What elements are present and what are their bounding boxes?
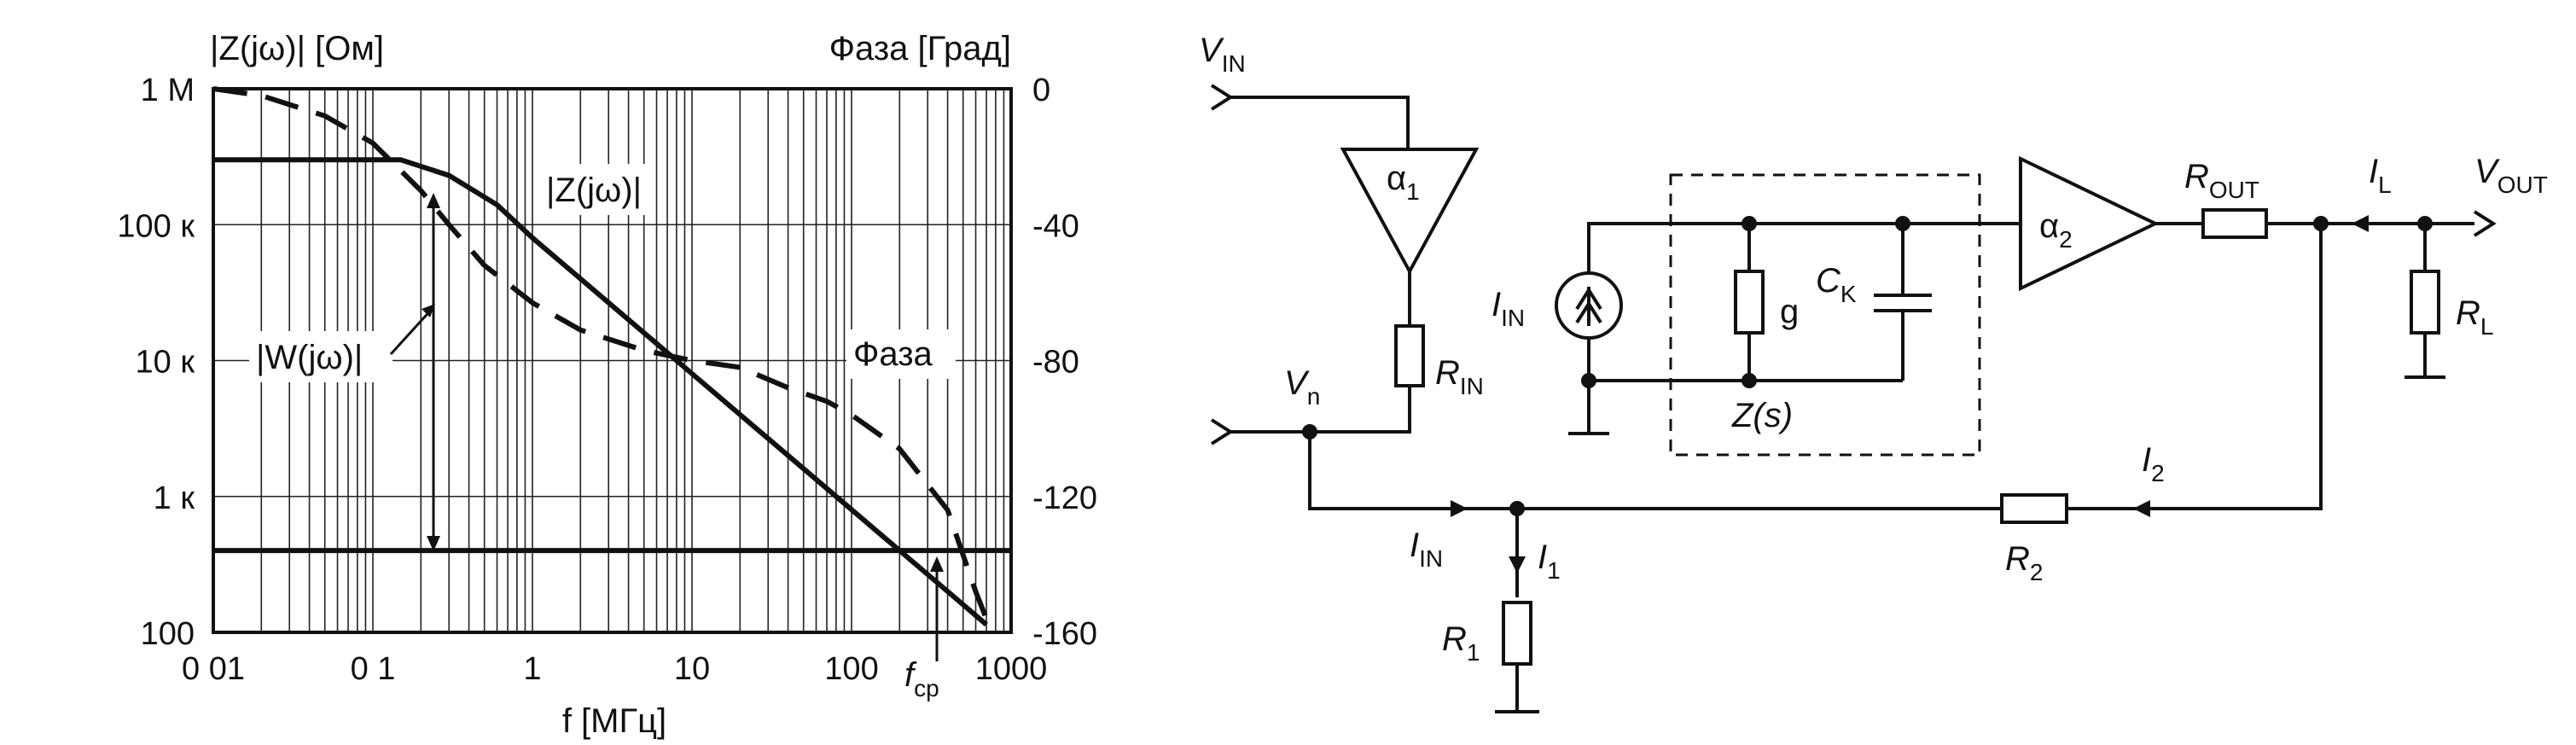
z-curve-label: |Z(jω)|	[546, 172, 642, 209]
i1-arrow	[1509, 556, 1526, 573]
y2-axis-label: Фаза [Град]	[829, 30, 1011, 67]
w-curve-label: |W(jω)|	[256, 339, 363, 376]
y2-tick-label: -160	[1032, 616, 1097, 652]
x-tick-label: 0 1	[351, 651, 396, 687]
resistor-rout	[2201, 208, 2268, 239]
vn-label: Vn	[1284, 364, 1320, 410]
i2-label: I2	[2142, 441, 2165, 486]
w-span-arrow-up	[427, 193, 440, 208]
g-bottom-node	[1742, 373, 1757, 388]
y-tick-label: 1 к	[154, 480, 195, 516]
feedback-wire-right	[2067, 224, 2323, 510]
vin-terminal	[1210, 84, 1234, 111]
z-label-bg	[536, 164, 654, 215]
series-line-1	[212, 86, 989, 620]
vn-terminal	[1210, 418, 1234, 445]
chart-series	[212, 86, 1011, 627]
current-source-arrow-head	[1575, 287, 1602, 311]
r1-label: R1	[1442, 620, 1480, 666]
x-tick-label: 100	[824, 651, 878, 687]
vn-to-sum-wire	[1308, 432, 1517, 510]
resistor-r1	[1502, 601, 1532, 666]
zs-label: Z(s)	[1731, 397, 1793, 434]
vout-label: VOUT	[2474, 153, 2548, 198]
x-tick-label: 1	[523, 651, 541, 687]
a2-label: α2	[2039, 207, 2073, 253]
amplifier-a2	[2019, 155, 2160, 292]
current-source-arrow-head2	[1575, 300, 1602, 324]
il-label: IL	[2369, 153, 2392, 198]
x-tick-label: 10	[674, 651, 710, 687]
rin-to-vn-wire	[1310, 386, 1411, 434]
y-tick-label: 10 к	[136, 345, 195, 381]
w-label-bg	[249, 331, 393, 382]
vin-label: VIN	[1199, 32, 1246, 77]
y-tick-label: 100	[141, 616, 195, 652]
conductance-g	[1734, 270, 1765, 335]
iin-source-label: IIN	[1492, 286, 1525, 331]
y2-tick-label: 0	[1032, 73, 1050, 108]
y2-tick-label: -40	[1032, 208, 1079, 244]
a1-label: α1	[1387, 160, 1420, 205]
vin-wire	[1230, 96, 1410, 149]
resistor-r2	[2000, 493, 2068, 524]
rout-label: ROUT	[2184, 158, 2259, 203]
ck-label: CK	[1816, 262, 1857, 307]
w-span-arrow-down	[427, 536, 440, 551]
rin-label: RIN	[1435, 354, 1484, 399]
amplifier-schematic: VIN α1 RIN Vn IIN I1 R1 R2 I2	[1199, 32, 2548, 713]
rl-label: RL	[2456, 294, 2493, 340]
phase-curve-label: Фаза	[853, 335, 933, 373]
amplifier-a1	[1340, 148, 1480, 276]
series-line-0	[213, 157, 988, 627]
r2-label: R2	[2005, 540, 2043, 585]
y2-tick-label: -80	[1032, 345, 1079, 381]
resistor-rl	[2410, 270, 2440, 335]
x-tick-label: 0 01	[182, 651, 245, 687]
vout-terminal	[2473, 210, 2497, 237]
x-axis-label: f [МГц]	[562, 702, 666, 740]
z-network-box	[1669, 173, 1981, 457]
g-label: g	[1780, 293, 1799, 330]
y-axis-label: |Z(jω)| [Ом]	[210, 30, 384, 67]
y2-tick-label: -120	[1032, 480, 1097, 516]
iin-node-label: IIN	[1410, 527, 1443, 572]
resistor-rin	[1394, 324, 1425, 387]
fcp-label-bg	[898, 655, 971, 713]
output-node	[2313, 216, 2329, 231]
x-tick-label: 1000	[975, 651, 1048, 687]
crossover-frequency-label: fcp	[904, 656, 939, 701]
iin-arrow	[1451, 500, 1468, 517]
top-bus-wire	[1587, 222, 2021, 271]
phase-label-bg	[846, 329, 956, 379]
fcp-arrowhead	[930, 556, 944, 572]
w-pointer	[389, 306, 435, 356]
w-pointer-arrowhead	[422, 304, 435, 317]
i2-arrow	[2133, 500, 2150, 517]
il-arrow	[2352, 215, 2369, 232]
y-tick-label: 100 к	[117, 208, 195, 244]
plot-frame	[212, 87, 1013, 634]
y-tick-label: 1 M	[141, 73, 195, 108]
i1-label: I1	[1538, 538, 1561, 584]
